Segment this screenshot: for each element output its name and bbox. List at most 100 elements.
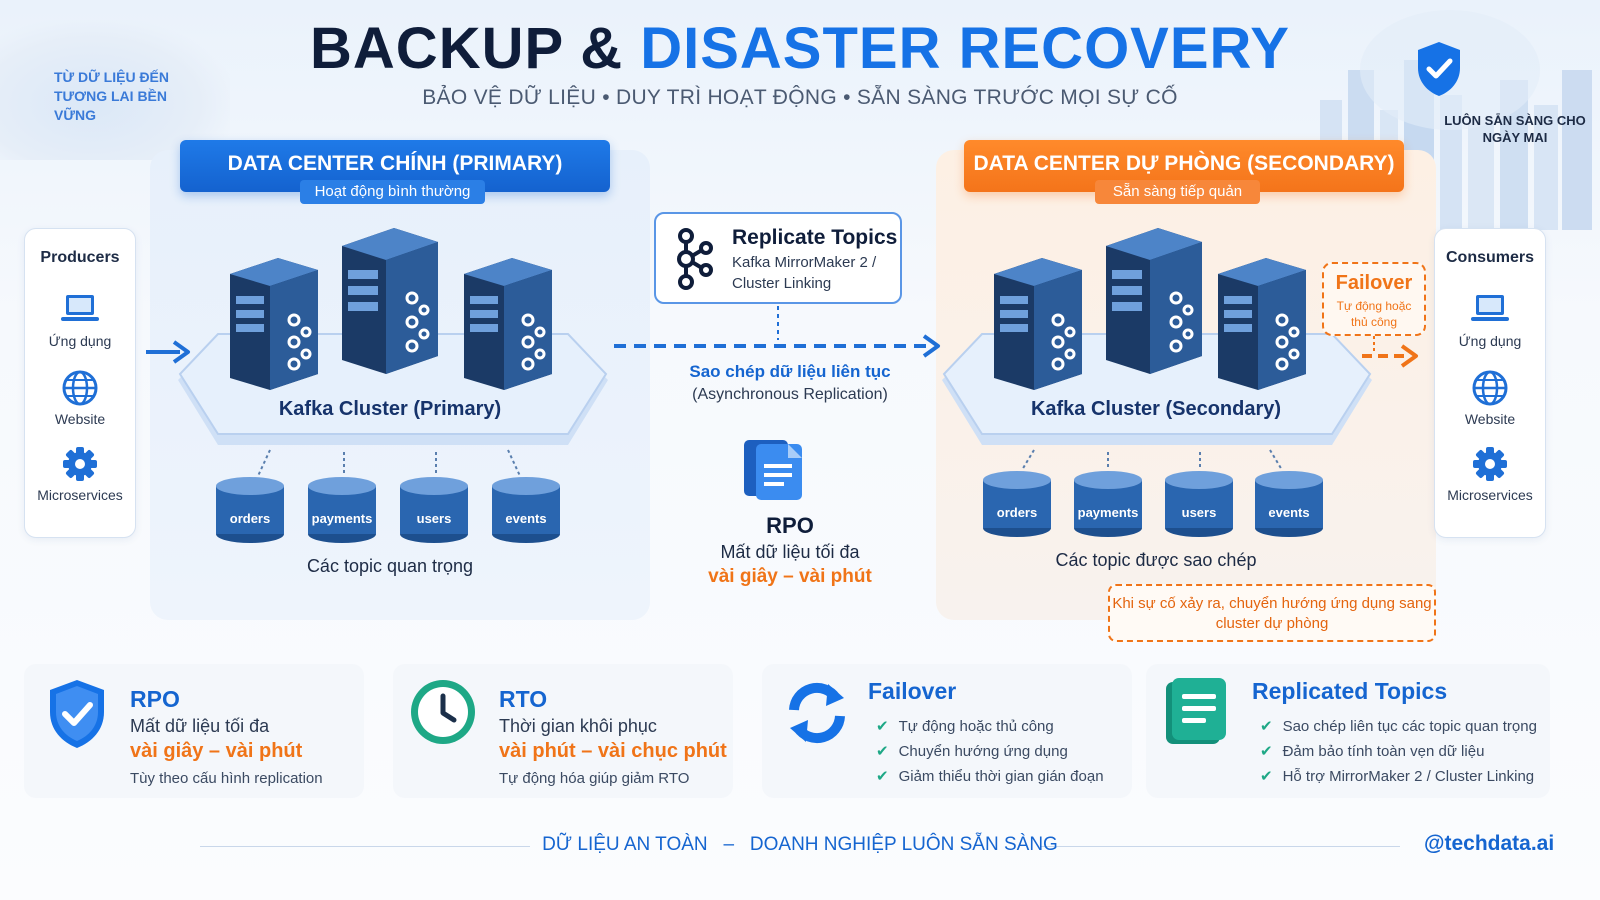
replicate-desc: Kafka MirrorMaker 2 / Cluster Linking <box>732 254 877 292</box>
failover-card-title: Failover <box>868 678 957 704</box>
rto-card: RTO Thời gian khôi phục vài phút – vài c… <box>393 664 733 798</box>
topic-cylinder: events <box>1254 470 1324 538</box>
title-dark-part: BACKUP & <box>310 16 624 81</box>
producer-to-primary-arrow <box>146 340 190 364</box>
rpo-center-value: vài giây – vài phút <box>708 566 872 587</box>
failover-tag-title: Failover <box>1335 272 1413 294</box>
page-subtitle: BẢO VỆ DỮ LIỆU • DUY TRÌ HOẠT ĐỘNG • SẴN… <box>422 86 1178 109</box>
kafka-server-icon <box>1218 258 1306 390</box>
replicated-topics-card: Replicated Topics ✔Sao chép liên tục các… <box>1146 664 1550 798</box>
gear-icon <box>1473 447 1507 481</box>
consumers-box: Consumers Ứng dụng Website <box>1434 228 1546 538</box>
refresh-arrows-icon <box>789 682 845 744</box>
replication-text: Sao chép dữ liệu liên tục <box>689 362 891 381</box>
failover-card-list: ✔ Tự động hoặc thủ công ✔ Chuyển hướng ứng… <box>876 714 1104 789</box>
rpo-card-value: vài giây – vài phút <box>130 740 303 762</box>
replicated-item-text: Hỗ trợ MirrorMaker 2 / Cluster Linking <box>1282 768 1535 785</box>
failover-tag-desc: Tự động hoặc thủ công <box>1336 299 1412 329</box>
failover-item-text: Chuyển hướng ứng dụng <box>898 743 1068 760</box>
topic-label: orders <box>229 511 271 526</box>
shield-check-icon <box>1418 42 1460 96</box>
footer-separator: – <box>723 834 735 855</box>
check-icon: ✔ <box>876 718 889 735</box>
secondary-status-badge: Sẵn sàng tiếp quản <box>1095 180 1260 204</box>
failover-card: Failover ✔ Tự động hoặc thủ công ✔ Chuyển … <box>762 664 1132 798</box>
topic-label: payments <box>311 511 373 526</box>
replicated-item-text: Đảm bảo tính toàn vẹn dữ liệu <box>1282 743 1485 760</box>
check-icon: ✔ <box>876 743 889 760</box>
page-title: BACKUP & DISASTER RECOVERY <box>0 14 1600 84</box>
gear-icon <box>63 447 97 481</box>
list-item: ✔ Hỗ trợ MirrorMaker 2 / Cluster Linking <box>1260 764 1537 789</box>
rpo-center-desc: Mất dữ liệu tối đa <box>720 542 860 562</box>
laptop-icon <box>1471 295 1509 321</box>
check-icon: ✔ <box>1260 743 1273 760</box>
consumer-app-label: Ứng dụng <box>1458 333 1522 349</box>
topic-cylinder: users <box>1164 470 1234 538</box>
tagline-left: TỪ DỮ LIỆU ĐẾN TƯƠNG LAI BỀN VỮNG <box>54 69 170 123</box>
topic-cylinder: payments <box>1073 470 1143 538</box>
failover-item-text: Tự động hoặc thủ công <box>898 718 1054 735</box>
topic-cylinder: payments <box>307 476 377 544</box>
topic-label: events <box>505 511 547 526</box>
kafka-server-icon <box>342 228 438 374</box>
producer-website-label: Website <box>54 411 106 427</box>
producer-microservices-label: Microservices <box>37 487 123 503</box>
failover-tag: Failover Tự động hoặc thủ công <box>1322 262 1426 336</box>
globe-icon <box>62 370 98 406</box>
rto-card-desc: Thời gian khôi phục <box>499 716 657 736</box>
check-icon: ✔ <box>1260 768 1273 785</box>
consumer-item-website: Website <box>1435 369 1545 427</box>
globe-icon <box>1472 370 1508 406</box>
secondary-cluster-label: Kafka Cluster (Secondary) <box>1030 398 1282 420</box>
topic-label: events <box>1268 505 1310 520</box>
footer-divider-left <box>200 846 530 847</box>
list-item: ✔ Chuyển hướng ứng dụng <box>876 739 1104 764</box>
footer-left-text: DỮ LIỆU AN TOÀN <box>542 834 708 855</box>
check-icon: ✔ <box>876 768 889 785</box>
cloud-decoration <box>0 20 230 160</box>
failover-note: Khi sự cố xảy ra, chuyển hướng ứng dụng … <box>1108 584 1436 642</box>
topic-label: payments <box>1077 505 1139 520</box>
primary-cluster-label: Kafka Cluster (Primary) <box>278 398 502 420</box>
footer-right-text: DOANH NGHIỆP LUÔN SẴN SÀNG <box>749 834 1058 855</box>
replication-arrow <box>614 306 940 358</box>
consumer-website-label: Website <box>1464 411 1516 427</box>
topic-label: users <box>416 511 452 526</box>
footer-slogan: DỮ LIỆU AN TOÀN – DOANH NGHIỆP LUÔN SẴN … <box>0 834 1600 856</box>
consumer-microservices-label: Microservices <box>1447 487 1533 503</box>
replicated-card-title: Replicated Topics <box>1252 678 1448 704</box>
topic-cylinder: orders <box>215 476 285 544</box>
producers-title: Producers <box>40 249 120 266</box>
consumer-item-app: Ứng dụng <box>1435 291 1545 349</box>
rpo-center-title: RPO <box>766 513 814 538</box>
clock-icon <box>411 680 475 744</box>
rpo-card-desc: Mất dữ liệu tối đa <box>130 716 270 736</box>
document-icon <box>744 440 802 500</box>
list-item: ✔ Đảm bảo tính toàn vẹn dữ liệu <box>1260 739 1537 764</box>
check-icon: ✔ <box>1260 718 1273 735</box>
producer-item-app: Ứng dụng <box>25 291 135 349</box>
producer-item-microservices: Microservices <box>25 445 135 503</box>
replicated-card-list: ✔Sao chép liên tục các topic quan trọng … <box>1260 714 1537 789</box>
failover-item-text: Giảm thiểu thời gian gián đoạn <box>898 768 1104 785</box>
rpo-card-note: Tùy theo cấu hình replication <box>130 770 323 787</box>
topic-cylinder: events <box>491 476 561 544</box>
failover-arrow <box>1362 336 1418 368</box>
primary-topics-caption: Các topic quan trọng <box>306 556 474 576</box>
kafka-logo-icon <box>677 228 713 290</box>
kafka-server-icon <box>464 258 552 390</box>
shield-check-icon <box>50 680 104 748</box>
kafka-server-icon <box>1106 228 1202 374</box>
consumer-item-microservices: Microservices <box>1435 445 1545 503</box>
tagline-right: LUÔN SẴN SÀNG CHO NGÀY MAI <box>1444 113 1586 145</box>
producer-item-website: Website <box>25 369 135 427</box>
topic-label: users <box>1181 505 1217 520</box>
brand-handle[interactable]: @techdata.ai <box>1424 832 1555 855</box>
kafka-server-icon <box>230 258 318 390</box>
footer-divider-right <box>1040 846 1400 847</box>
rto-card-title: RTO <box>499 686 548 712</box>
topic-label: orders <box>996 505 1038 520</box>
topic-cylinder: users <box>399 476 469 544</box>
